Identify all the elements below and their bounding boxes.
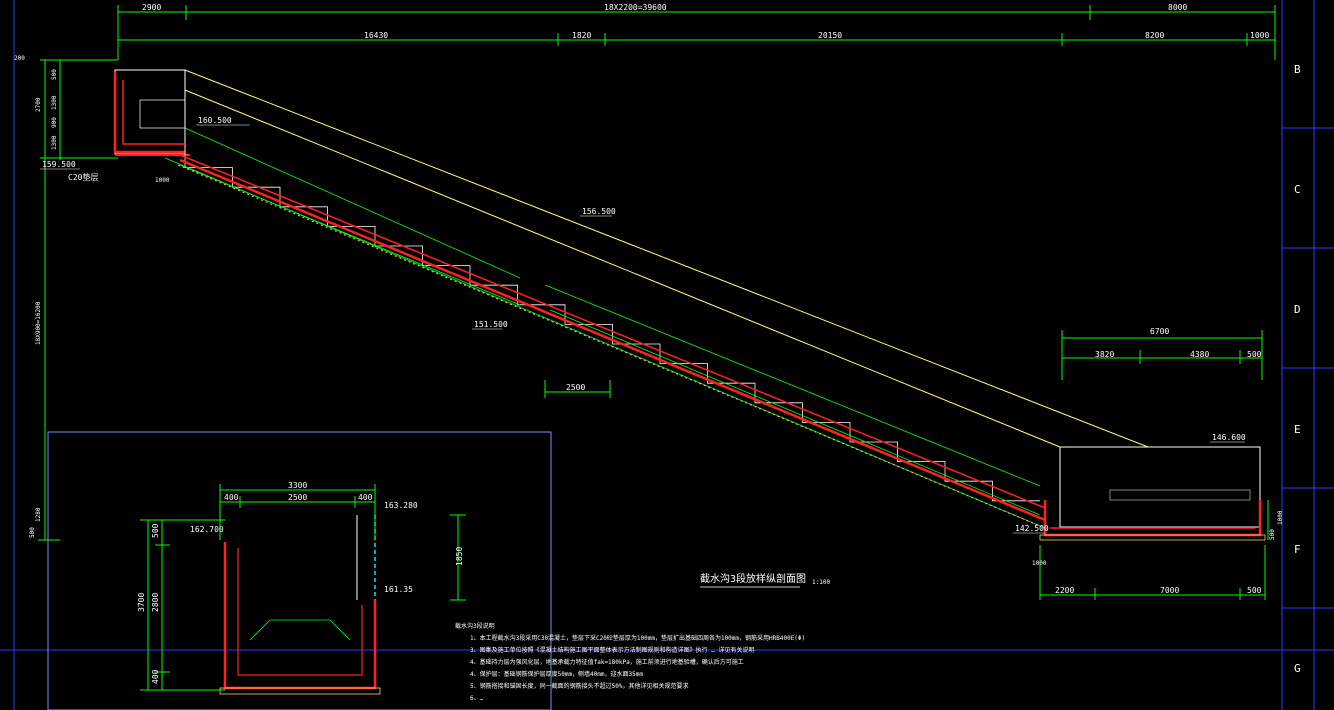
elev-146600: 146.600 — [1212, 433, 1246, 442]
dim-500b: 500 — [1247, 586, 1262, 595]
dim-right-500: 500 — [1269, 529, 1276, 540]
cross-section-text: 3300 400 2500 400 3700 500 2800 400 1850… — [137, 481, 464, 684]
dim-2500: 2500 — [566, 383, 585, 392]
dim-400a: 400 — [224, 493, 239, 502]
elev-151500: 151.500 — [474, 320, 508, 329]
dim-4380: 4380 — [1190, 350, 1209, 359]
dim-3700: 3700 — [137, 593, 146, 612]
upper-box-structure — [113, 69, 190, 156]
dim-left-1300b: 1300 — [51, 135, 58, 150]
dim-3300: 3300 — [288, 481, 307, 490]
slope-excavation-lines — [164, 127, 1046, 529]
dim-500-sec: 500 — [151, 523, 160, 538]
elev-163280: 163.280 — [384, 501, 418, 510]
dim-2800: 2800 — [151, 593, 160, 612]
grid-labels: B C D E F G — [1294, 63, 1301, 675]
dim-left-500b: 500 — [29, 527, 36, 538]
top-dimension-text: 2900 18X2200=39600 8000 16430 1820 20150… — [142, 3, 1269, 40]
dim-left-1280: 1280 — [35, 507, 42, 522]
elev-162700: 162.700 — [190, 525, 224, 534]
label-c20-cushion: C20垫层 — [68, 172, 98, 182]
dim-16430: 16430 — [364, 31, 388, 40]
dim-left-2700: 2700 — [35, 97, 42, 112]
dim-left-1300: 1300 — [51, 95, 58, 110]
dim-400-sec: 400 — [151, 669, 160, 684]
elev-142500: 142.500 — [1015, 524, 1049, 533]
dim-6700: 6700 — [1150, 327, 1169, 336]
left-dimension-lines — [38, 59, 118, 541]
lower-basin-structure — [1039, 446, 1266, 541]
elevation-marks: 159.500 160.500 156.500 151.500 146.600 … — [40, 116, 1246, 534]
design-notes: 截水沟3段说明 1、本工程截水沟3段采用C30混凝土，垫层下采C20砼垫层厚为1… — [455, 622, 805, 702]
notes-title: 截水沟3段说明 — [455, 622, 495, 630]
cross-section — [140, 484, 466, 695]
top-dimension-lines — [117, 5, 1276, 60]
grid-label-c: C — [1294, 183, 1301, 196]
slope-rebar — [177, 154, 1046, 527]
grid-label-e: E — [1294, 423, 1301, 436]
drawing-title: 截水沟3段放样纵剖面图 — [700, 572, 806, 585]
dim-left-18x900: 18X900=16200 — [35, 301, 42, 345]
dim-8200: 8200 — [1145, 31, 1164, 40]
elev-16135: 161.35 — [384, 585, 413, 594]
note-3: 3、图集及施工单位按照《混凝土结构施工图平面整体表示方法制图规则和构造详图》执行… — [470, 646, 754, 654]
note-4a: 4、基础持力层为强风化层，地基承载力特征值fak=180kPa，施工前须进行地基… — [470, 658, 744, 666]
dim-1000-lower: 1000 — [1032, 560, 1047, 567]
right-dimension-lines — [544, 330, 1269, 600]
note-1: 1、本工程截水沟3段采用C30混凝土，垫层下采C20砼垫层厚为100mm，垫层扩… — [470, 634, 805, 642]
dim-20150: 20150 — [818, 31, 842, 40]
dim-left-500: 500 — [51, 69, 58, 80]
grid-label-f: F — [1294, 543, 1301, 556]
cross-section-panel — [47, 431, 552, 710]
dim-2500-sec: 2500 — [288, 493, 307, 502]
grid-label-d: D — [1294, 303, 1301, 316]
note-5: 5、钢筋搭接和锚固长度，同一截面的钢筋接头不超过50%，其他详见相关规范要求 — [470, 682, 688, 690]
dim-1000-upper: 1000 — [155, 177, 170, 184]
grid-label-g: G — [1294, 662, 1301, 675]
drawing-title-block: 截水沟3段放样纵剖面图 1:100 — [700, 572, 830, 588]
dim-18x2200: 18X2200=39600 — [604, 3, 667, 12]
dim-400b: 400 — [358, 493, 373, 502]
elev-156500: 156.500 — [582, 207, 616, 216]
dim-2900: 2900 — [142, 3, 161, 12]
elev-159500: 159.500 — [42, 160, 76, 169]
left-dimension-text: 200 500 1300 2700 900 1300 18X900=16200 … — [14, 55, 58, 538]
dim-8000: 8000 — [1168, 3, 1187, 12]
right-dimension-text: 6700 3820 4380 500 2200 7000 500 1000 50… — [155, 177, 1284, 595]
drawing-scale: 1:100 — [812, 579, 830, 586]
dim-1000: 1000 — [1250, 31, 1269, 40]
dim-left-900: 900 — [51, 117, 58, 128]
dim-right-1000: 1000 — [1277, 510, 1284, 525]
dim-7000: 7000 — [1160, 586, 1179, 595]
note-4b: 4、保护层：基础钢筋保护层厚度50mm，侧墙40mm，迎水面35mm — [470, 670, 643, 678]
dim-500: 500 — [1247, 350, 1262, 359]
dim-left-200: 200 — [14, 55, 25, 62]
grid-label-b: B — [1294, 63, 1301, 76]
elev-160500: 160.500 — [198, 116, 232, 125]
dim-3820: 3820 — [1095, 350, 1114, 359]
dim-2200: 2200 — [1055, 586, 1074, 595]
note-6: 6、… — [470, 695, 484, 702]
stair-steps — [184, 148, 1040, 502]
dim-1850: 1850 — [455, 547, 464, 566]
ground-lines — [184, 69, 1149, 448]
dim-1820: 1820 — [572, 31, 591, 40]
